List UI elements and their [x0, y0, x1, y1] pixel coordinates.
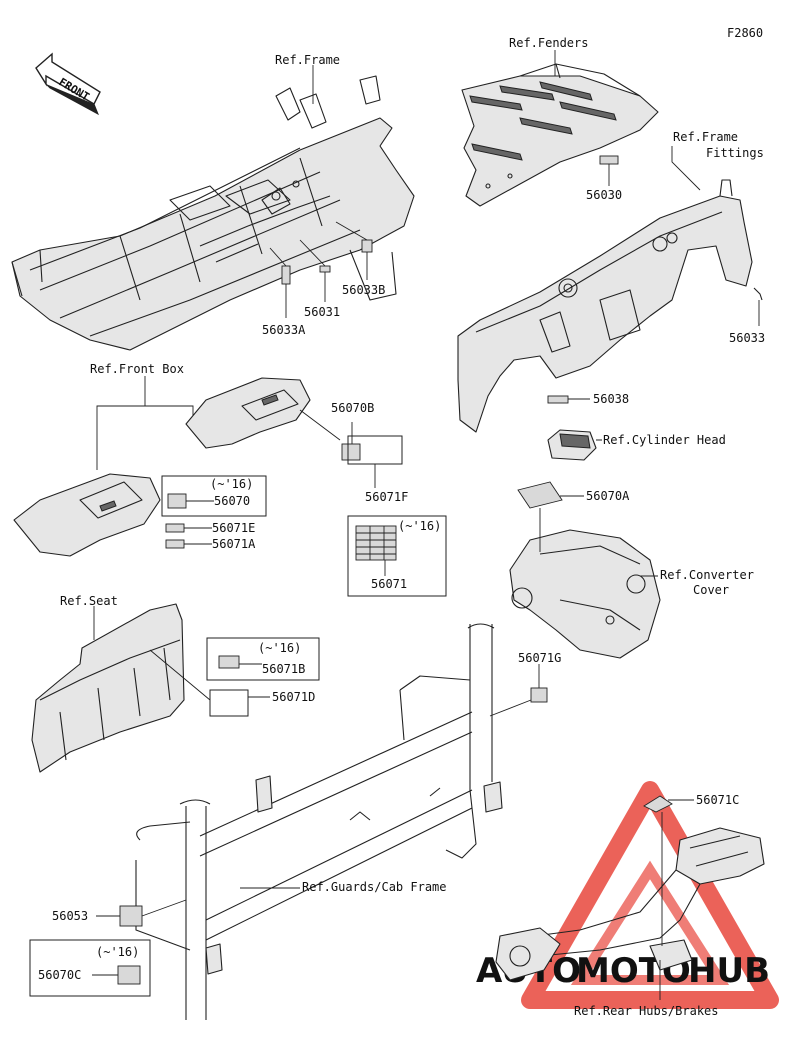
part-56070C-label: 56070C	[38, 968, 81, 982]
part-56070B-label: 56070B	[331, 401, 374, 415]
ref-frame-fittings-label-2: Fittings	[706, 146, 764, 160]
year-note-56070: (~'16)	[210, 477, 253, 491]
part-56071F-label: 56071F	[365, 490, 408, 504]
ref-converter-cover-label-2: Cover	[693, 583, 729, 597]
part-56031-label: 56031	[304, 305, 340, 319]
rear-hubs-drawing	[495, 827, 765, 981]
ref-fenders-label: Ref.Fenders	[509, 36, 588, 50]
seat-drawing	[31, 603, 185, 773]
decal-56033A	[281, 265, 291, 285]
decal-56071G	[530, 687, 548, 703]
front-arrow-icon: FRONT	[35, 52, 101, 116]
part-56033-label: 56033	[729, 331, 765, 345]
ref-guards-cab-frame-label: Ref.Guards/Cab Frame	[302, 880, 447, 894]
watermark-text-3: HUB	[688, 951, 770, 991]
ref-converter-cover-label-1: Ref.Converter	[660, 568, 754, 582]
decal-56071E	[165, 523, 185, 533]
part-56071C-label: 56071C	[696, 793, 739, 807]
front-box-upper-drawing	[185, 377, 311, 449]
part-56071G-label: 56071G	[518, 651, 561, 665]
part-56070A-label: 56070A	[586, 489, 630, 503]
part-56030-label: 56030	[586, 188, 622, 202]
fenders-drawing	[461, 63, 659, 207]
main-frame-drawing	[11, 75, 415, 351]
decal-56033-clip	[753, 287, 763, 301]
decal-56071B	[218, 655, 240, 669]
decal-56070A	[517, 481, 563, 509]
decal-56053	[119, 905, 143, 927]
part-56071B-label: 56071B	[262, 662, 305, 676]
decal-56070C	[117, 965, 141, 985]
year-note-56070C: (~'16)	[96, 945, 139, 959]
part-56070-label: 56070	[214, 494, 250, 508]
year-box-56071B	[206, 637, 320, 681]
front-box-lower-drawing	[13, 473, 161, 557]
frame-fittings-drawing	[457, 179, 753, 433]
part-56071E-label: 56071E	[212, 521, 255, 535]
decal-56071C	[643, 795, 673, 813]
cab-frame-drawing	[135, 623, 503, 1020]
decal-56071	[355, 525, 397, 561]
part-56033B-label: 56033B	[342, 283, 385, 297]
part-56033A-label: 56033A	[262, 323, 306, 337]
year-box-56070	[161, 475, 267, 517]
cylinder-head-drawing	[547, 429, 597, 461]
decal-56071A	[165, 539, 185, 549]
part-56038-label: 56038	[593, 392, 629, 406]
decal-56030	[599, 155, 619, 165]
decal-56070B	[341, 443, 361, 461]
year-box-56070C	[29, 939, 151, 997]
year-note-56071B: (~'16)	[258, 641, 301, 655]
converter-cover-drawing	[509, 529, 661, 659]
part-56071D-label: 56071D	[272, 690, 315, 704]
ref-rear-hubs-brakes-label: Ref.Rear Hubs/Brakes	[574, 1004, 719, 1018]
decal-56070	[167, 493, 187, 509]
figure-id: F2860	[727, 26, 763, 40]
decal-56031	[319, 265, 331, 273]
part-56053-label: 56053	[52, 909, 88, 923]
year-note-56071: (~'16)	[398, 519, 441, 533]
decal-56033B	[361, 239, 373, 253]
ref-frame-fittings-label-1: Ref.Frame	[673, 130, 738, 144]
ref-cylinder-head-label: Ref.Cylinder Head	[603, 433, 726, 447]
decal-56071D	[209, 689, 249, 717]
part-56071-label: 56071	[371, 577, 407, 591]
ref-frame-label: Ref.Frame	[275, 53, 340, 67]
ref-front-box-label: Ref.Front Box	[90, 362, 184, 376]
ref-seat-label: Ref.Seat	[60, 594, 118, 608]
year-box-56071	[347, 515, 447, 597]
part-56071A-label: 56071A	[212, 537, 256, 551]
decal-56038	[547, 395, 569, 404]
